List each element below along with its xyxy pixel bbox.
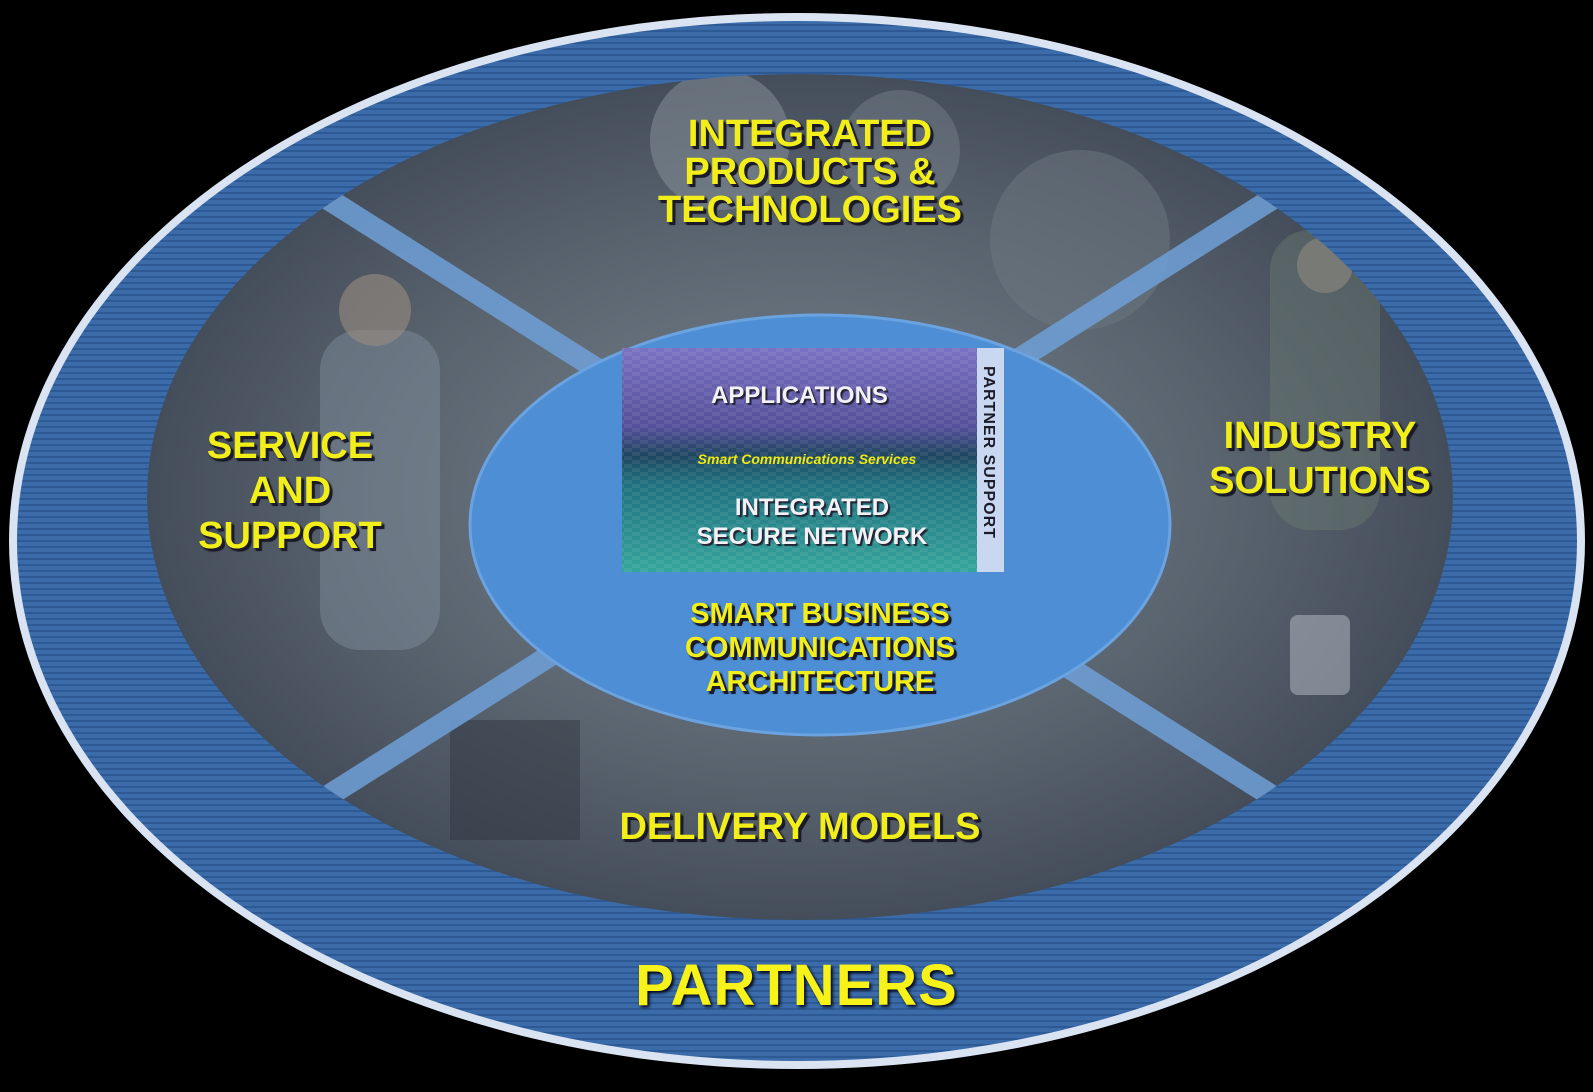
segment-left-line-1: SERVICE (206, 425, 374, 467)
segment-label-bottom: DELIVERY MODELS (560, 808, 1040, 846)
segment-top-line-2: PRODUCTS & (684, 151, 936, 193)
stack-applications-label: APPLICATIONS (711, 382, 888, 409)
segment-label-left: SERVICE AND SUPPORT (160, 424, 420, 558)
segment-bottom-line-1: DELIVERY MODELS (619, 806, 981, 848)
caption-line-3: ARCHITECTURE (705, 665, 935, 698)
segment-right-line-2: SOLUTIONS (1209, 459, 1431, 502)
stack-network-line-1: INTEGRATED (734, 494, 890, 521)
stack-services-label: Smart Communications Services (697, 451, 917, 467)
segment-right-line-1: INDUSTRY (1223, 415, 1417, 457)
stack-network-label: INTEGRATED SECURE NETWORK (622, 494, 1002, 552)
segment-left-line-2: AND (248, 469, 332, 512)
partner-support-bar (977, 348, 1004, 572)
segment-label-top: INTEGRATED PRODUCTS & TECHNOLOGIES (560, 115, 1060, 229)
segment-top-line-1: INTEGRATED (687, 113, 933, 155)
caption-line-2: COMMUNICATIONS (684, 631, 956, 664)
segment-top-line-3: TECHNOLOGIES (657, 189, 963, 231)
caption-line-1: SMART BUSINESS (690, 598, 950, 630)
partner-support-label: PARTNER SUPPORT (980, 366, 997, 539)
center-caption: SMART BUSINESS COMMUNICATIONS ARCHITECTU… (620, 598, 1020, 700)
segment-label-right: INDUSTRY SOLUTIONS (1180, 414, 1460, 504)
segment-left-line-3: SUPPORT (198, 514, 382, 557)
partners-label: PARTNERS (635, 953, 958, 1018)
stack-network-line-2: SECURE NETWORK (696, 522, 928, 550)
